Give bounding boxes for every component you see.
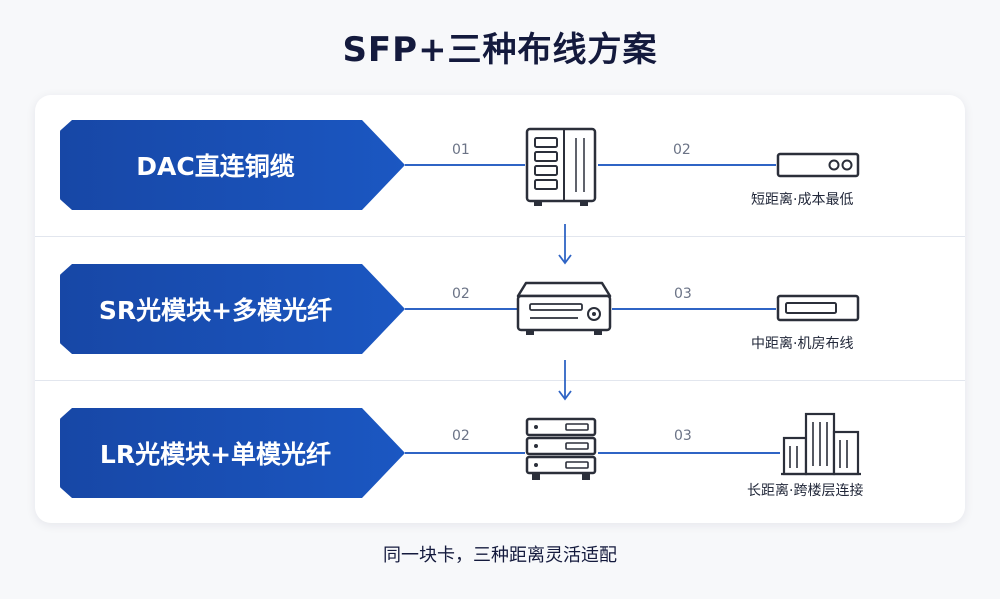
row-caption: 短距离·成本最低	[751, 192, 854, 208]
connection-line	[405, 308, 518, 310]
step-number: 02	[452, 286, 470, 302]
server-rack-icon	[525, 417, 597, 480]
row-label-sr: SR光模块+多模光纤	[60, 264, 405, 354]
down-arrow-icon	[558, 360, 572, 401]
step-number: 02	[452, 428, 470, 444]
network-switch-icon	[776, 152, 860, 178]
row-divider	[35, 380, 965, 381]
row-caption: 中距离·机房布线	[751, 336, 854, 352]
connection-line	[598, 452, 780, 454]
connection-line	[405, 452, 525, 454]
connection-line	[612, 308, 776, 310]
step-number: 01	[452, 142, 470, 158]
down-arrow-icon	[558, 224, 572, 265]
step-number: 03	[674, 286, 692, 302]
connection-line	[405, 164, 525, 166]
page-title: SFP+三种布线方案	[342, 30, 658, 70]
step-number: 02	[673, 142, 691, 158]
network-appliance-icon	[516, 281, 612, 335]
step-number: 03	[674, 428, 692, 444]
row-label-dac: DAC直连铜缆	[60, 120, 405, 210]
row-caption: 长距离·跨楼层连接	[747, 483, 864, 499]
network-switch-icon	[776, 294, 860, 322]
row-label-lr: LR光模块+单模光纤	[60, 408, 405, 498]
footer-text: 同一块卡，三种距离灵活适配	[383, 545, 617, 566]
server-cabinet-icon	[525, 127, 597, 206]
connection-line	[598, 164, 776, 166]
row-divider	[35, 236, 965, 237]
buildings-icon	[781, 412, 861, 476]
